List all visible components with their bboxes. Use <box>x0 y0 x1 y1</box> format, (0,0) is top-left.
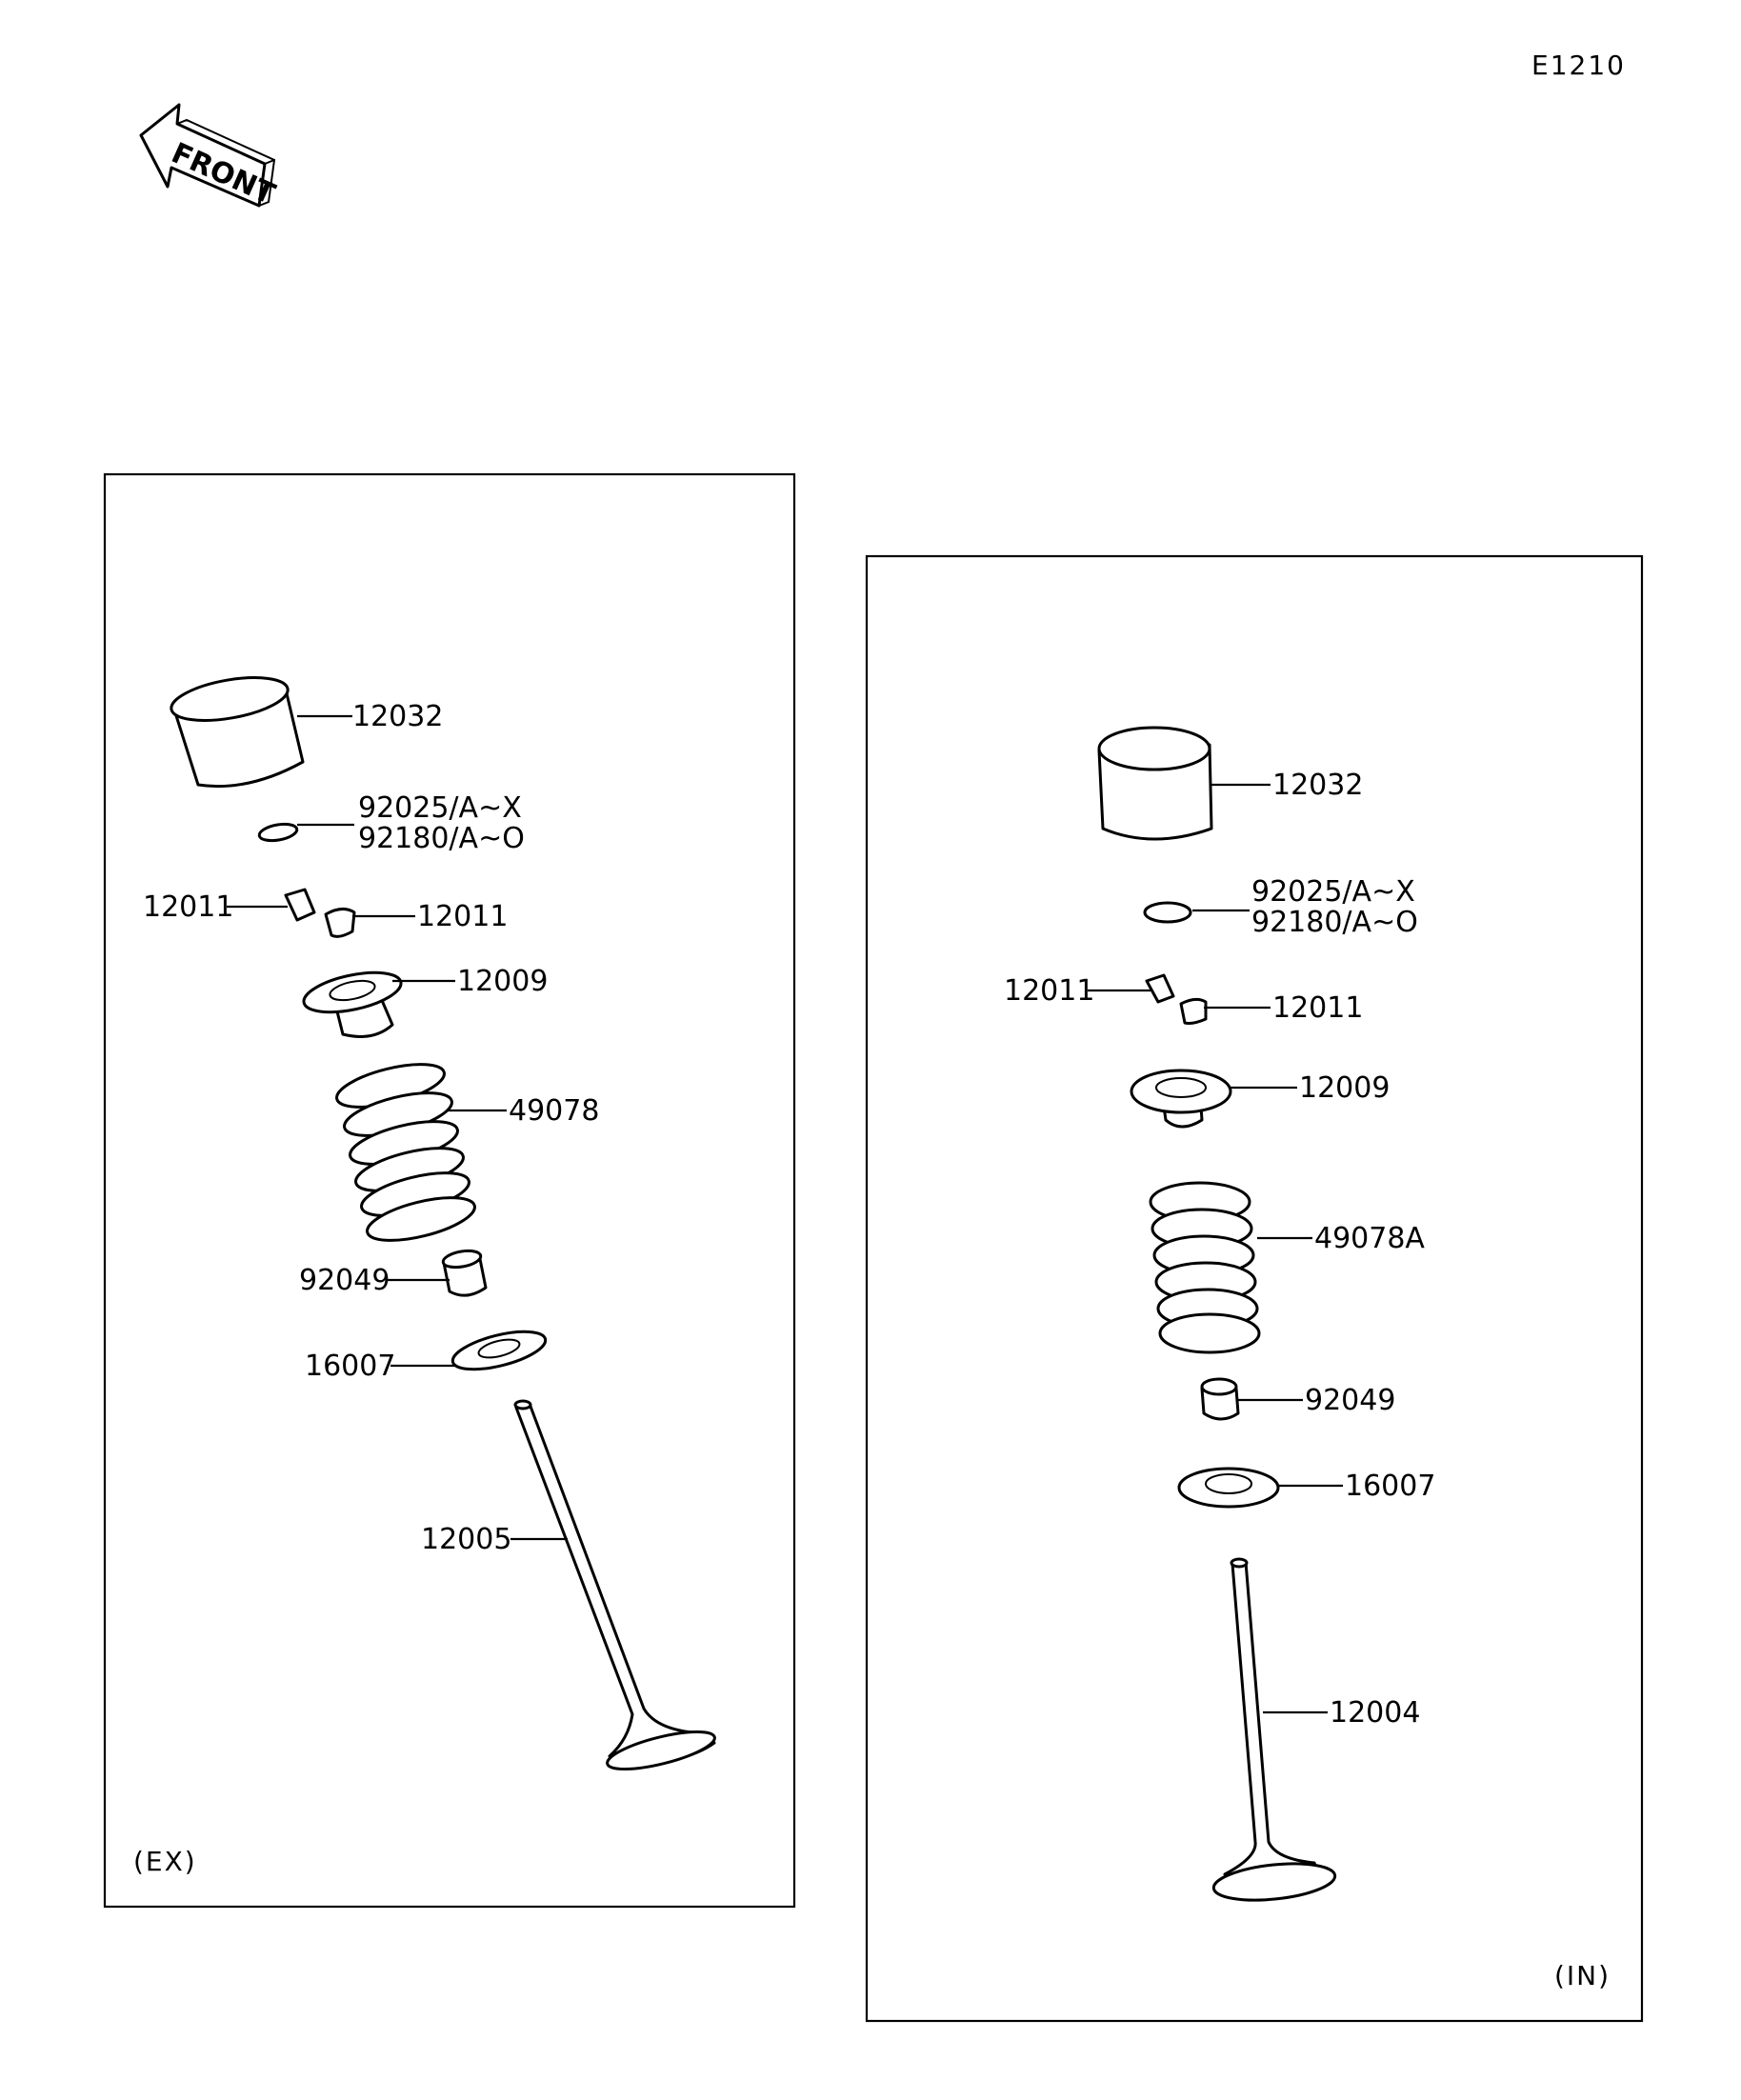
ex-label-seat: 16007 <box>305 1350 395 1383</box>
ex-panel-caption: (EX) <box>133 1846 197 1877</box>
ex-tappet <box>170 676 305 789</box>
ex-label-seal: 92049 <box>299 1264 390 1297</box>
exhaust-panel-frame <box>103 472 796 1909</box>
in-valve <box>1211 1557 1337 1902</box>
in-label-seat: 16007 <box>1345 1470 1435 1503</box>
in-label-shim-b: 92180/A~O <box>1251 906 1418 939</box>
ex-cotter-left <box>284 888 316 922</box>
in-label-valve: 12004 <box>1330 1696 1420 1730</box>
in-label-shim-a: 92025/A~X <box>1251 875 1415 909</box>
in-label-seal: 92049 <box>1305 1384 1395 1417</box>
in-cotter-left <box>1145 973 1175 1004</box>
in-spring <box>1149 1181 1261 1354</box>
in-spring-seat <box>1177 1467 1280 1509</box>
ex-label-retainer: 12009 <box>457 965 548 998</box>
in-label-cotter-left: 12011 <box>1004 974 1094 1008</box>
in-label-spring: 49078A <box>1314 1222 1425 1255</box>
in-cotter-right <box>1179 997 1208 1025</box>
in-label-tappet: 12032 <box>1272 769 1363 802</box>
ex-label-cotter-right: 12011 <box>417 900 508 933</box>
ex-label-valve: 12005 <box>421 1523 511 1556</box>
ex-cotter-right <box>324 908 356 938</box>
exhaust-panel: 12032 92025/A~X 92180/A~O 12011 12011 12… <box>103 472 796 1909</box>
in-retainer <box>1130 1069 1232 1129</box>
intake-panel-frame <box>865 554 1644 2023</box>
in-label-cotter-right: 12011 <box>1272 991 1363 1025</box>
ex-retainer <box>302 970 403 1038</box>
ex-label-tappet: 12032 <box>352 700 443 733</box>
in-shim <box>1143 901 1192 924</box>
ex-spring-seat <box>450 1330 548 1371</box>
ex-shim <box>257 822 299 843</box>
diagram-ref: E1210 <box>1531 50 1626 81</box>
in-stem-seal <box>1200 1377 1240 1421</box>
in-panel-caption: (IN) <box>1554 1960 1611 1991</box>
ex-label-cotter-left: 12011 <box>143 890 233 924</box>
front-arrow-icon: FRONT <box>139 103 280 211</box>
ex-stem-seal <box>441 1249 488 1297</box>
ex-label-shim-a: 92025/A~X <box>358 791 522 825</box>
ex-label-shim-b: 92180/A~O <box>358 822 525 855</box>
in-tappet <box>1097 726 1213 841</box>
intake-panel: 12032 92025/A~X 92180/A~O 12011 12011 12… <box>865 554 1644 2023</box>
ex-label-spring: 49078 <box>509 1094 599 1128</box>
ex-spring <box>335 1063 476 1242</box>
in-label-retainer: 12009 <box>1299 1071 1390 1105</box>
ex-valve <box>513 1399 716 1771</box>
